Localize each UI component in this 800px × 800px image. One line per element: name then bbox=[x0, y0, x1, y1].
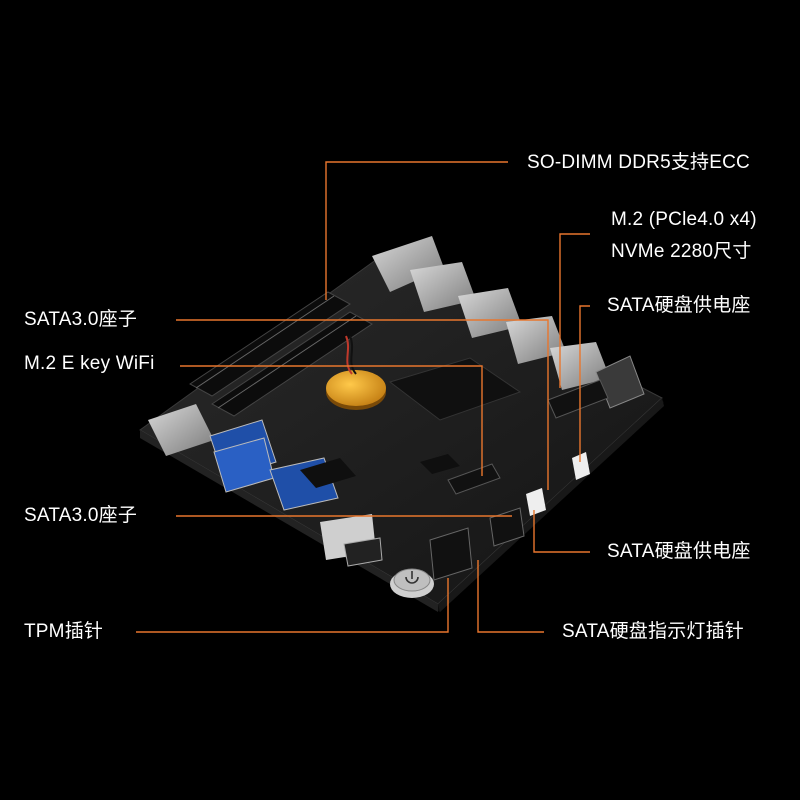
label-sata-conn-bottom: SATA3.0座子 bbox=[24, 505, 138, 526]
label-m2-nvme-line2: NVMe 2280尺寸 bbox=[611, 241, 752, 262]
leader-m2-wifi bbox=[180, 365, 483, 476]
cmos-battery bbox=[326, 335, 386, 410]
leader-sodimm bbox=[325, 161, 508, 300]
leader-sata-power-top bbox=[579, 305, 590, 462]
m2-slots bbox=[447, 379, 609, 495]
leader-sata-power-bottom bbox=[533, 510, 590, 553]
leader-m2-nvme bbox=[559, 233, 590, 388]
label-tpm: TPM插针 bbox=[24, 621, 104, 642]
label-m2-nvme-line1: M.2 (PCle4.0 x4) bbox=[611, 209, 757, 230]
board-connectors bbox=[429, 452, 590, 581]
leader-lines bbox=[136, 161, 590, 633]
leader-sata-conn-top bbox=[176, 319, 549, 490]
label-sata-power-bottom: SATA硬盘供电座 bbox=[607, 541, 751, 562]
power-icon bbox=[405, 571, 419, 584]
leader-tpm bbox=[136, 578, 449, 633]
label-sata-led: SATA硬盘指示灯插针 bbox=[562, 621, 745, 642]
sodimm-slots bbox=[189, 291, 373, 417]
label-sata-power-top: SATA硬盘供电座 bbox=[607, 295, 751, 316]
label-sodimm: SO-DIMM DDR5支持ECC bbox=[527, 152, 750, 173]
label-m2-wifi: M.2 E key WiFi bbox=[24, 353, 155, 374]
power-button bbox=[390, 568, 434, 598]
label-sata-conn-top: SATA3.0座子 bbox=[24, 309, 138, 330]
leader-sata-led bbox=[477, 560, 544, 633]
